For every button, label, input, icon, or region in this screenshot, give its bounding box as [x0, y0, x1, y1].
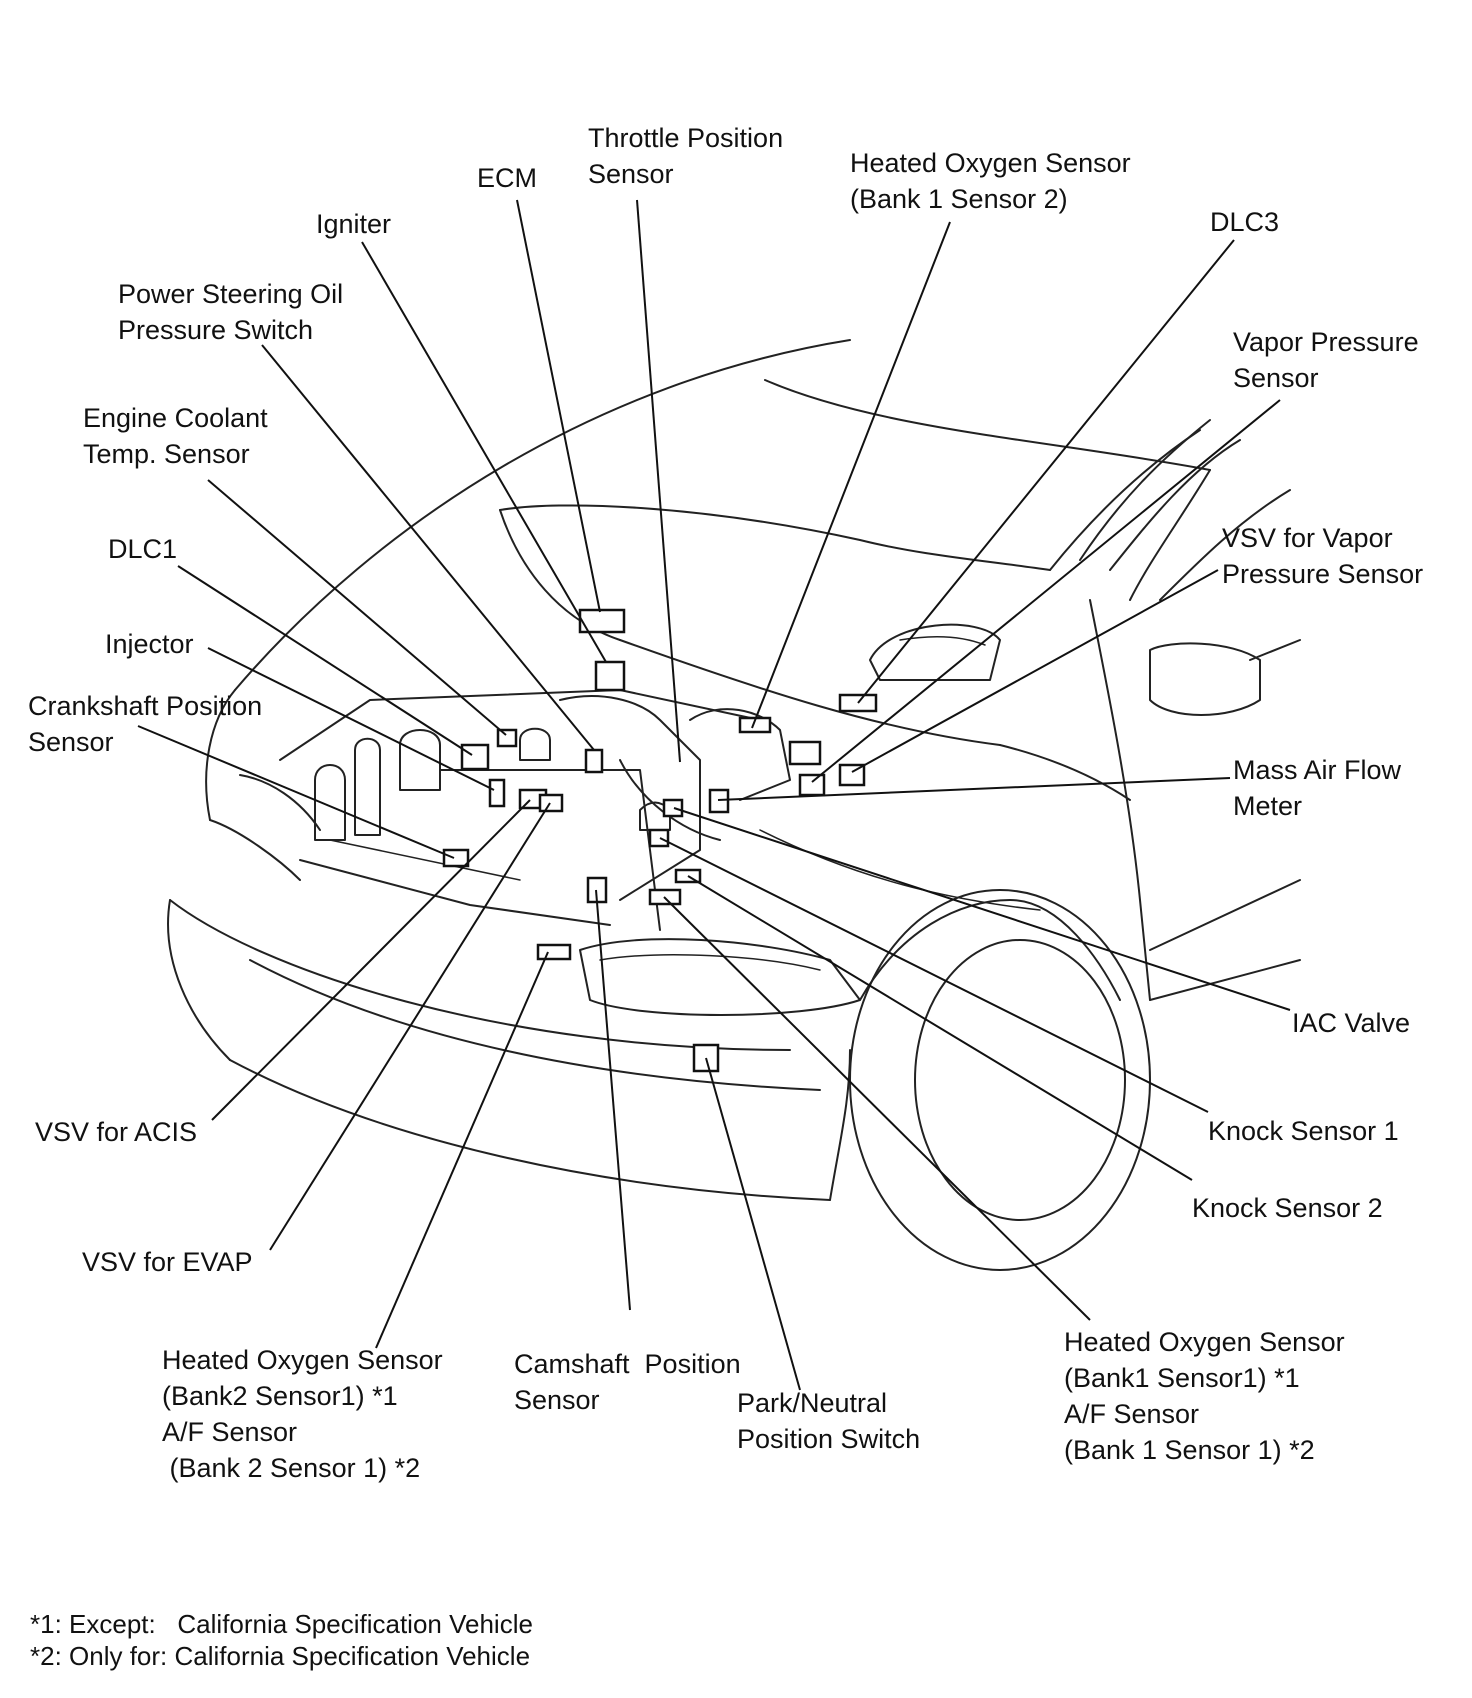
label-throttle-position-sensor: Throttle Position Sensor [588, 123, 784, 189]
knock-sensor-1-part [648, 828, 670, 848]
ecm-unit [578, 608, 626, 634]
label-heated-o2-bank1-sensor2: Heated Oxygen Sensor (Bank 1 Sensor 2) [850, 148, 1131, 214]
leader-dlc1 [177, 565, 473, 756]
label-vsv-for-acis: VSV for ACIS [35, 1117, 198, 1147]
leader-iac-valve [673, 807, 1291, 1011]
dlc1-connector [460, 743, 490, 771]
label-power-steering-oil-pressure-switch: Power Steering Oil Pressure Switch [118, 279, 344, 345]
label-heated-o2-bank2-sensor1: Heated Oxygen Sensor (Bank2 Sensor1) *1 … [162, 1345, 443, 1483]
leader-heated-o2-bank2-sensor1 [375, 951, 549, 1349]
leader-heated-o2-bank1-sensor1 [663, 896, 1091, 1321]
leader-vsv-vapor-pressure [851, 569, 1219, 773]
label-park-neutral-position-switch: Park/Neutral Position Switch [737, 1388, 921, 1454]
leader-injector [207, 647, 495, 791]
label-ecm: ECM [477, 163, 537, 193]
leader-igniter [361, 241, 607, 663]
vsv-evap-part [538, 793, 564, 813]
label-vsv-for-evap: VSV for EVAP [82, 1247, 253, 1277]
label-engine-coolant-temp-sensor: Engine Coolant Temp. Sensor [83, 403, 268, 469]
label-mass-air-flow-meter: Mass Air Flow Meter [1233, 755, 1402, 821]
leader-throttle-position-sensor [636, 199, 681, 763]
label-igniter: Igniter [316, 209, 392, 239]
label-vapor-pressure-sensor: Vapor Pressure Sensor [1233, 327, 1419, 393]
leader-knock-sensor-1 [659, 837, 1209, 1113]
label-dlc3: DLC3 [1210, 207, 1280, 237]
leader-engine-coolant-temp-sensor [207, 479, 507, 736]
label-iac-valve: IAC Valve [1292, 1008, 1411, 1038]
footnote-1: *1: Except: California Specification Veh… [30, 1609, 533, 1639]
leader-camshaft-position-sensor [595, 889, 631, 1311]
label-injector: Injector [105, 629, 194, 659]
leader-heated-o2-bank1-sensor2 [751, 221, 951, 729]
leader-knock-sensor-2 [687, 875, 1193, 1181]
label-camshaft-position-sensor: Camshaft Position Sensor [514, 1349, 741, 1415]
component-symbols [442, 608, 878, 1073]
mass-air-flow-meter-part [708, 788, 730, 814]
leader-vapor-pressure-sensor [811, 399, 1281, 783]
heated-o2-bank2-sensor1-part [536, 943, 572, 961]
leader-park-neutral-position-switch [705, 1057, 801, 1391]
throttle-position-sensor-part [788, 740, 822, 766]
iac-valve-part [662, 798, 684, 818]
leader-mass-air-flow-meter [717, 777, 1231, 801]
leader-vsv-evap [269, 802, 551, 1251]
igniter-unit [594, 660, 626, 692]
crankshaft-position-sensor-part [442, 848, 470, 868]
vapor-pressure-sensor-part [798, 773, 826, 797]
label-dlc1: DLC1 [108, 534, 178, 564]
vsv-vapor-pressure-part [838, 763, 866, 787]
power-steering-switch-part [584, 748, 604, 774]
label-vsv-vapor-pressure-sensor: VSV for Vapor Pressure Sensor [1222, 523, 1424, 589]
footnote-2: *2: Only for: California Specification V… [30, 1641, 531, 1671]
leader-crankshaft-position-sensor [137, 725, 455, 859]
leader-dlc3 [857, 239, 1235, 704]
label-knock-sensor-2: Knock Sensor 2 [1192, 1193, 1383, 1223]
label-knock-sensor-1: Knock Sensor 1 [1208, 1116, 1399, 1146]
leader-power-steering-switch [261, 344, 595, 751]
leader-lines [137, 199, 1291, 1391]
injector-part [488, 778, 506, 808]
label-crankshaft-position-sensor: Crankshaft Position Sensor [28, 691, 263, 757]
engine-coolant-temp-sensor-part [496, 728, 518, 748]
label-heated-o2-bank1-sensor1: Heated Oxygen Sensor (Bank1 Sensor1) *1 … [1064, 1327, 1345, 1465]
leader-vsv-acis [211, 799, 531, 1121]
leader-ecm [516, 199, 601, 613]
vehicle-outline-drawing [167, 339, 1301, 1271]
